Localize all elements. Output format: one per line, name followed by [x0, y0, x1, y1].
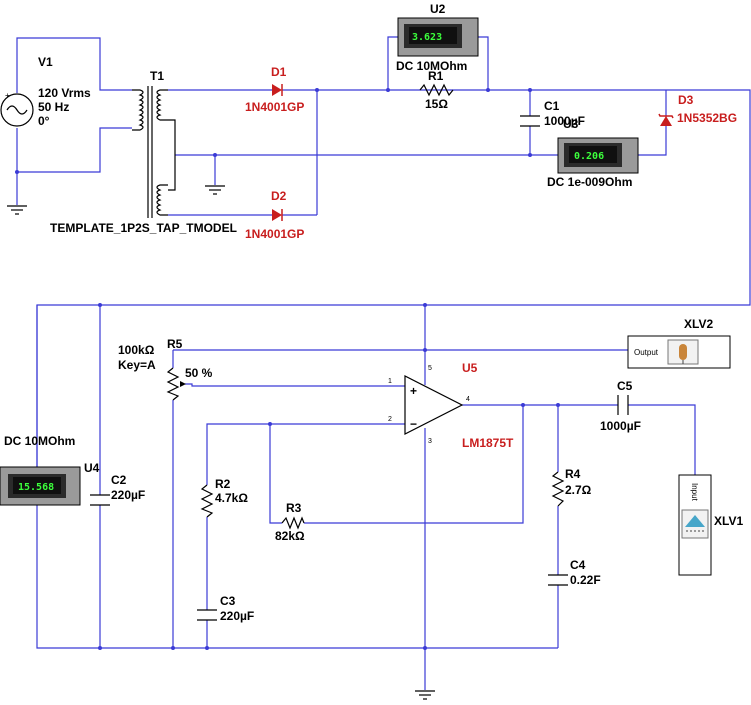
u5-pin2: 2 [388, 416, 392, 423]
u5-pin4: 4 [466, 396, 470, 403]
xlv1-ref: XLV1 [714, 514, 743, 528]
u4-reading: 15.568 [18, 482, 54, 493]
c1-value: 1000µF [544, 114, 585, 128]
c1-capacitor[interactable]: C1 1000µF [520, 99, 585, 128]
d1-part: 1N4001GP [245, 100, 304, 114]
xlv2-port: Output [634, 348, 659, 357]
d3-ref: D3 [678, 93, 694, 107]
d1-ref: D1 [271, 65, 287, 79]
microphone-icon [679, 344, 687, 360]
junction-dots [15, 88, 560, 650]
r4-resistor[interactable]: R4 2.7Ω [551, 467, 592, 507]
r2-ref: R2 [215, 477, 231, 491]
r3-value: 82kΩ [275, 529, 305, 543]
v1-ac-source[interactable]: + V1 120 Vrms 50 Hz 0° [0, 55, 91, 128]
r3-ref: R3 [286, 501, 302, 515]
c5-value: 1000µF [600, 419, 641, 433]
c3-value: 220µF [220, 609, 254, 623]
d3-zener-diode[interactable]: D3 1N5352BG [658, 93, 737, 126]
d1-diode[interactable]: D1 1N4001GP [245, 65, 304, 114]
u4-multimeter[interactable]: 15.568 U4 DC 10MOhm [0, 434, 100, 506]
r5-key: Key=A [118, 358, 156, 372]
r1-value: 15Ω [425, 97, 448, 111]
c5-capacitor[interactable]: C5 1000µF [600, 379, 641, 433]
c3-capacitor[interactable]: C3 220µF [197, 594, 254, 623]
r5-value: 100kΩ [118, 343, 155, 357]
u2-mode: DC 10MOhm [396, 59, 467, 73]
d2-part: 1N4001GP [245, 227, 304, 241]
r5-percent: 50 % [185, 366, 213, 380]
r4-ref: R4 [565, 467, 581, 481]
u4-ref: U4 [84, 461, 100, 475]
r5-ref: R5 [167, 337, 183, 351]
v1-frequency: 50 Hz [38, 100, 69, 114]
t1-transformer[interactable]: T1 TEMPLATE_1P2S_TAP_TMODEL [50, 69, 237, 235]
c5-ref: C5 [617, 379, 633, 393]
svg-text:−: − [410, 417, 417, 431]
xlv2-instrument[interactable]: Output XLV2 [627, 317, 731, 369]
u3-mode: DC 1e-009Ohm [547, 175, 632, 189]
c4-value: 0.22F [570, 573, 601, 587]
u3-reading: 0.206 [574, 151, 604, 162]
u2-multimeter[interactable]: 3.623 U2 DC 10MOhm [396, 2, 479, 73]
u5-opamp[interactable]: + − 1 2 3 4 5 U5 LM1875T [388, 361, 514, 450]
c1-ref: C1 [544, 99, 560, 113]
r3-resistor[interactable]: R3 82kΩ [275, 501, 305, 543]
d2-diode[interactable]: D2 1N4001GP [245, 189, 304, 241]
v1-ref: V1 [38, 55, 53, 69]
d2-ref: D2 [271, 189, 287, 203]
r2-value: 4.7kΩ [215, 491, 248, 505]
u5-pin5: 5 [428, 365, 432, 372]
r4-value: 2.7Ω [565, 483, 592, 497]
c3-ref: C3 [220, 594, 236, 608]
xlv1-instrument[interactable]: Input XLV1 [678, 474, 743, 576]
u2-ref: U2 [430, 2, 446, 16]
u5-part: LM1875T [462, 436, 514, 450]
r1-ref: R1 [428, 69, 444, 83]
c2-ref: C2 [111, 473, 127, 487]
ground-icon [7, 205, 27, 215]
svg-text:+: + [5, 91, 10, 100]
xlv2-ref: XLV2 [684, 317, 713, 331]
u3-multimeter[interactable]: 0.206 U3 DC 1e-009Ohm [547, 117, 639, 189]
t1-ref: T1 [150, 69, 164, 83]
u2-reading: 3.623 [412, 32, 442, 43]
r2-resistor[interactable]: R2 4.7kΩ [200, 477, 248, 518]
u5-pin1: 1 [388, 378, 392, 385]
svg-text:+: + [410, 384, 417, 398]
ground-icon [205, 185, 225, 195]
c4-capacitor[interactable]: C4 0.22F [548, 558, 601, 587]
t1-model: TEMPLATE_1P2S_TAP_TMODEL [50, 221, 237, 235]
c2-value: 220µF [111, 488, 145, 502]
u5-ref: U5 [462, 361, 478, 375]
speaker-icon [685, 515, 705, 527]
ground-icon [415, 690, 435, 700]
u3-ref: U3 [563, 117, 579, 131]
xlv1-port: Input [690, 483, 699, 502]
d3-part: 1N5352BG [677, 111, 737, 125]
c4-ref: C4 [570, 558, 586, 572]
v1-phase: 0° [38, 114, 50, 128]
u4-mode: DC 10MOhm [4, 434, 75, 448]
v1-voltage: 120 Vrms [38, 86, 91, 100]
u5-pin3: 3 [428, 438, 432, 445]
r1-resistor[interactable]: R1 15Ω [419, 69, 454, 111]
r5-potentiometer[interactable]: R5 100kΩ Key=A 50 % [118, 337, 213, 401]
c2-capacitor[interactable]: C2 220µF [90, 473, 145, 506]
